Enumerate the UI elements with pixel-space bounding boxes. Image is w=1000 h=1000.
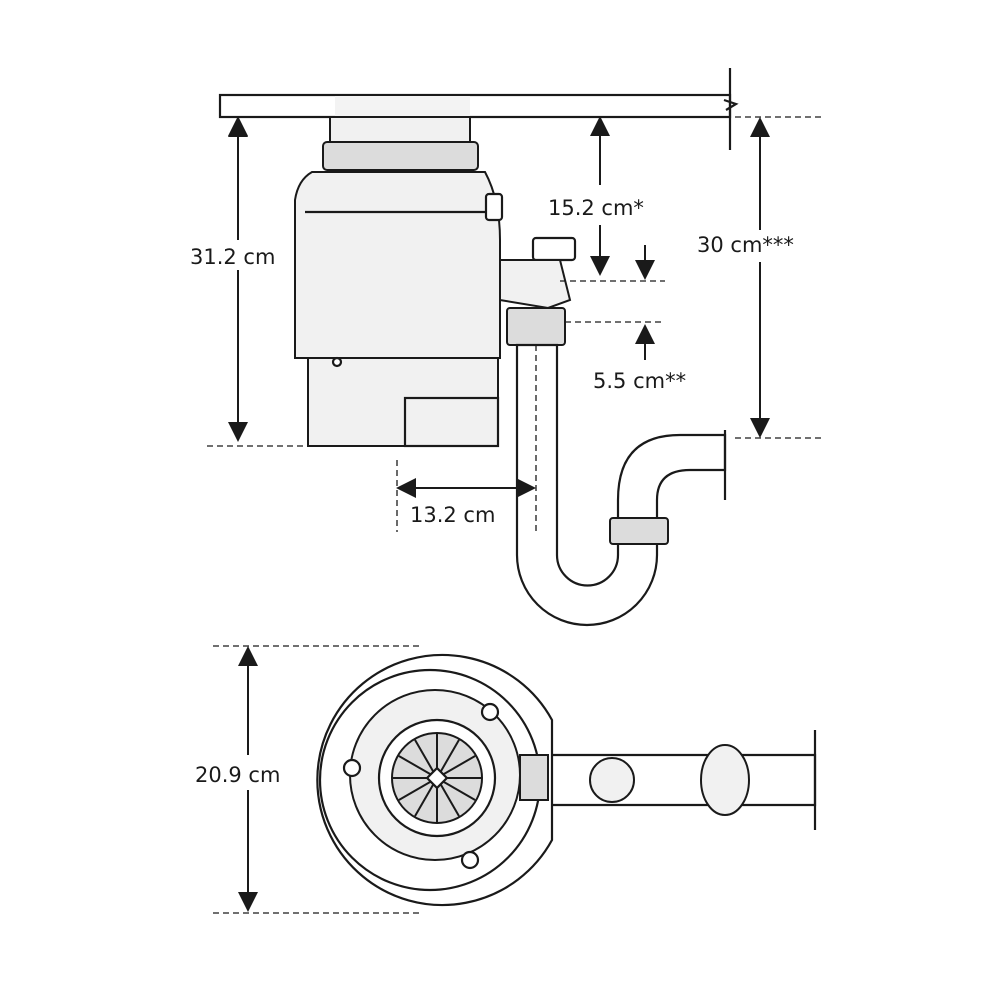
mount-ring bbox=[329, 116, 471, 143]
diameter-label: 20.9 cm bbox=[195, 763, 280, 787]
grinder-spoke bbox=[443, 781, 476, 801]
dimension-lines: 31.2 cm 15.2 cm* 5.5 cm** 30 cm*** 13.2 … bbox=[190, 116, 822, 532]
inlet-to-outlet-label: 5.5 cm** bbox=[593, 369, 686, 393]
outlet-nut bbox=[506, 307, 566, 346]
grinder-spoke bbox=[440, 739, 460, 772]
total-drop-label: 30 cm*** bbox=[697, 233, 794, 257]
sink-flange bbox=[335, 96, 470, 116]
grinder-spoke bbox=[398, 781, 431, 801]
outlet-offset-label: 13.2 cm bbox=[410, 503, 495, 527]
disposer-body bbox=[294, 171, 501, 359]
trap-nut bbox=[609, 517, 669, 545]
dishwasher-inlet bbox=[531, 236, 577, 262]
side-view bbox=[218, 68, 739, 627]
grinder-spoke bbox=[414, 784, 434, 817]
top-view bbox=[316, 653, 817, 907]
grinder-spoke bbox=[443, 755, 476, 775]
disposer-base bbox=[307, 357, 499, 447]
grinder-spoke bbox=[440, 784, 460, 817]
p-trap bbox=[515, 343, 727, 627]
height-label: 31.2 cm bbox=[190, 245, 275, 269]
top-dimension: 20.9 cm bbox=[195, 645, 420, 914]
pipe-nut-2 bbox=[700, 744, 750, 816]
grinder-spoke bbox=[414, 739, 434, 772]
mount-collar bbox=[322, 141, 479, 171]
flange-to-inlet-label: 15.2 cm* bbox=[548, 196, 644, 220]
pipe-nut-1 bbox=[589, 757, 635, 803]
reset-button bbox=[484, 192, 504, 222]
grinder-spoke bbox=[398, 755, 431, 775]
countertop bbox=[218, 93, 732, 119]
top-pipe bbox=[538, 753, 817, 807]
